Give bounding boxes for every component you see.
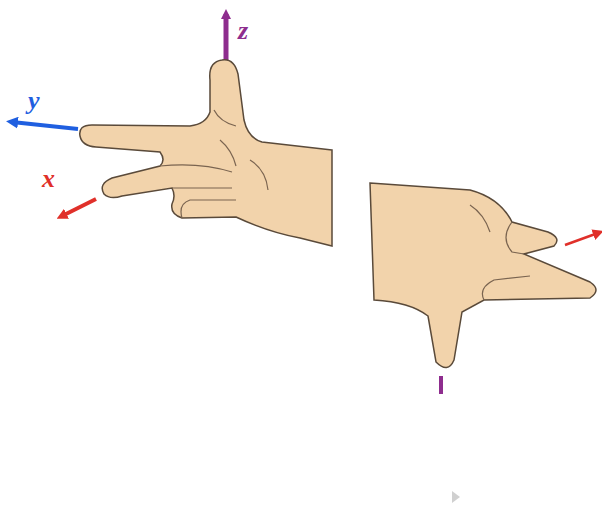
axis-label: y [28,88,40,114]
right-hand-creases [470,205,530,300]
z-axis-stub [439,376,443,394]
right-hand [370,183,596,368]
z-axis-arrow [224,14,229,64]
x-axis-arrow-mirror [565,233,598,245]
y-axis-arrow [12,122,78,129]
axis-label: x [42,166,55,192]
left-hand-creases [160,110,268,218]
x-axis-arrow [62,199,96,216]
left-hand [80,60,332,246]
play-triangle-icon [452,491,460,503]
axis-label: z [238,18,248,44]
